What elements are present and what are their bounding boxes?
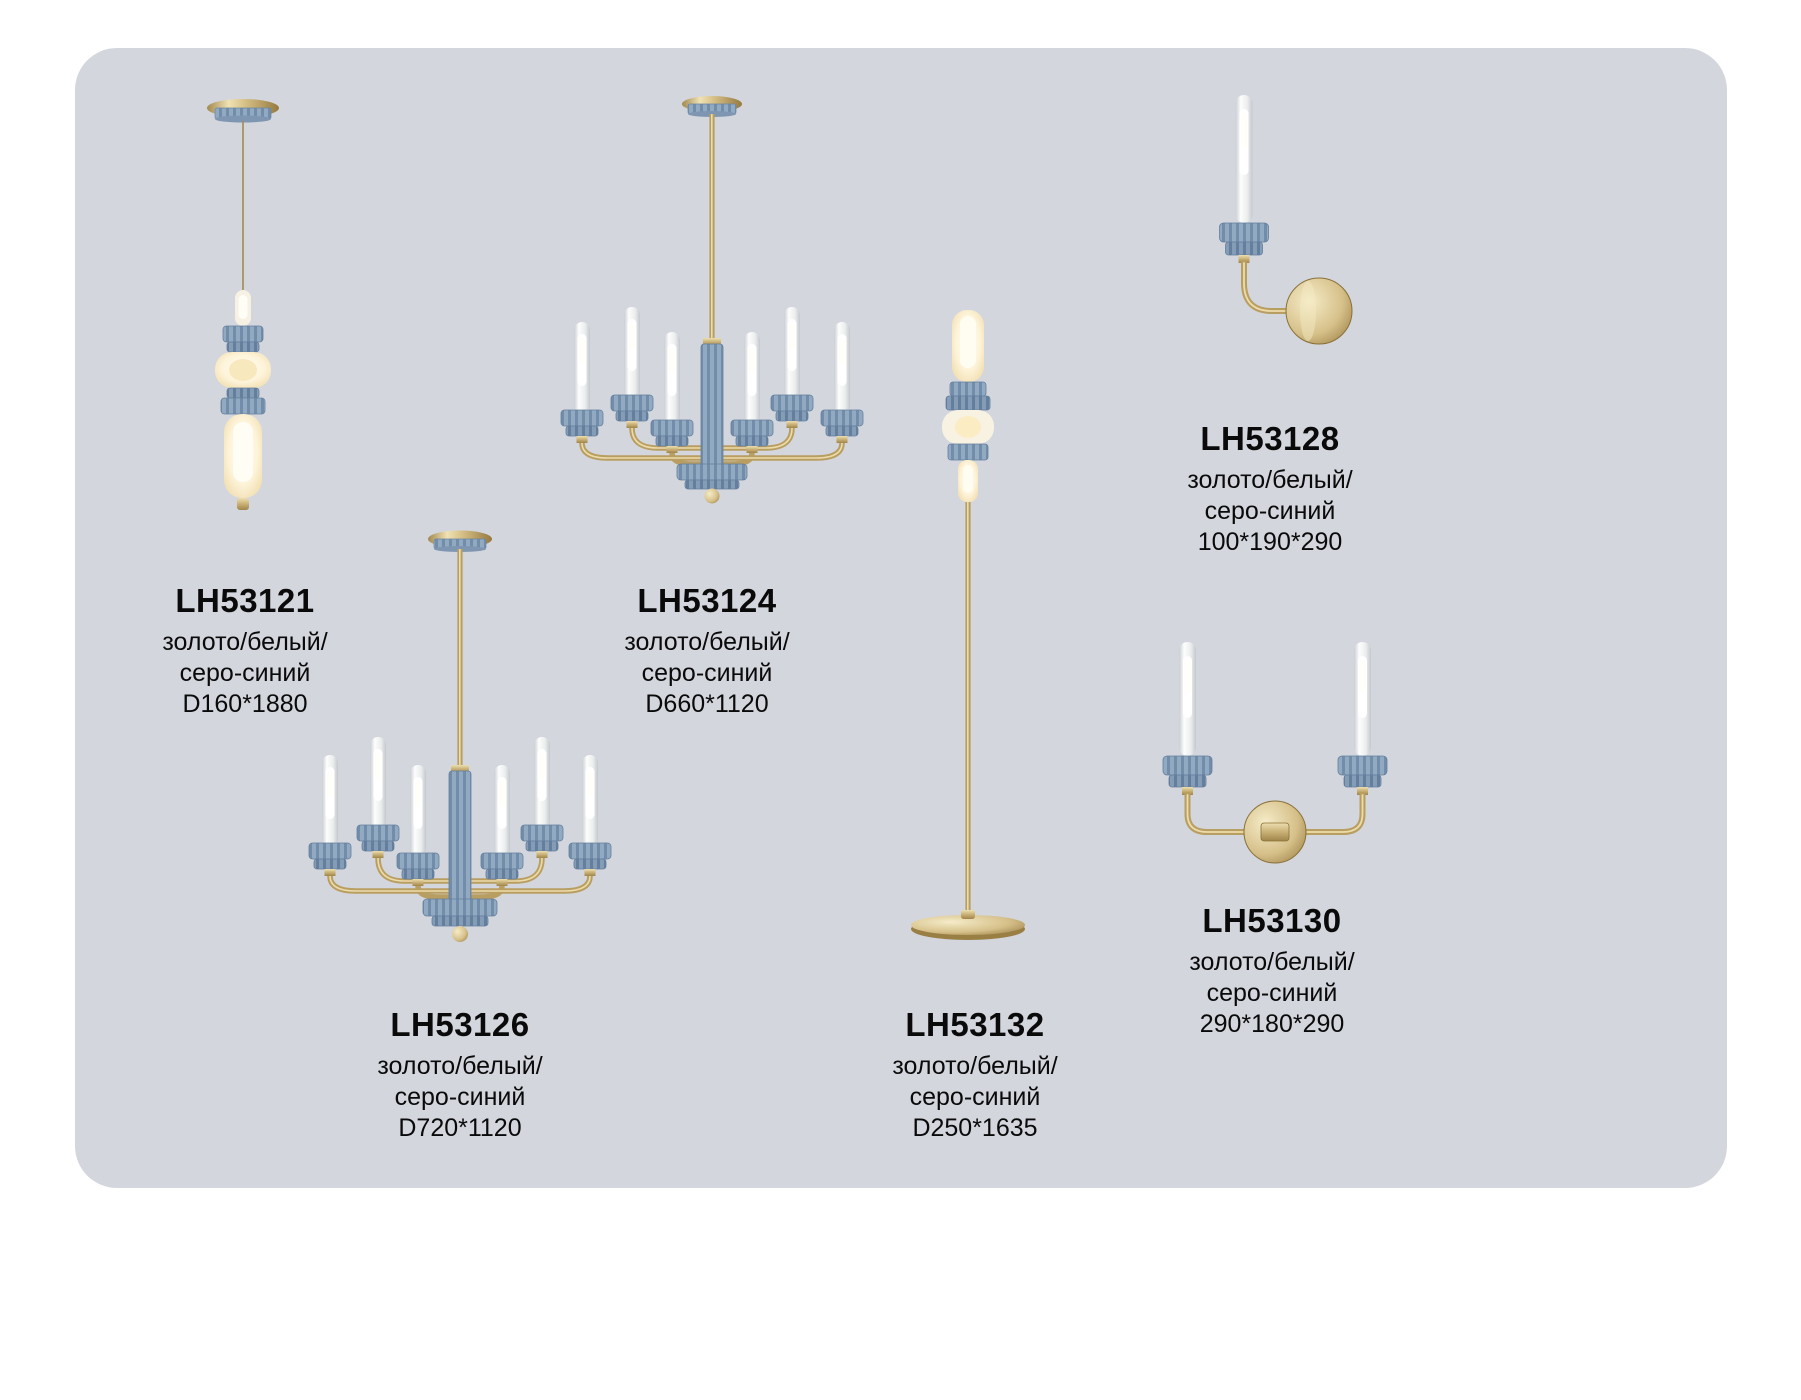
right-candle	[1337, 642, 1388, 795]
product-finish-line2: серо-синий	[394, 1083, 526, 1111]
ceiling-canopy	[207, 99, 279, 123]
product-code: LH53126	[390, 1006, 530, 1043]
product-finish-line1: золото/белый/	[377, 1052, 543, 1080]
floor-base	[911, 910, 1025, 940]
product-caption: LH53132 золото/белый/ серо-синий D250*16…	[815, 1006, 1135, 1144]
product-code: LH53130	[1202, 902, 1342, 939]
product-finish-line1: золото/белый/	[892, 1052, 1058, 1080]
left-candle	[1162, 642, 1213, 795]
wall-sconce-image	[1219, 95, 1353, 345]
product-code: LH53132	[905, 1006, 1045, 1043]
floor-lamp-image	[911, 310, 1025, 940]
ceiling-canopy	[682, 96, 742, 117]
catalog-card	[75, 48, 1727, 1188]
central-column	[676, 338, 748, 504]
wall-backplate	[1243, 800, 1307, 864]
product-caption: LH53126 золото/белый/ серо-синий D720*11…	[300, 1006, 620, 1144]
pendant-lamp-image	[207, 99, 279, 510]
product-size: 290*180*290	[1199, 1010, 1345, 1038]
wall-backplate	[1285, 277, 1353, 345]
product-caption: LH53128 золото/белый/ серо-синий 100*190…	[1110, 420, 1430, 558]
product-size: D660*1120	[645, 690, 769, 718]
product-caption: LH53130 золото/белый/ серо-синий 290*180…	[1112, 902, 1432, 1040]
product-size: D250*1635	[912, 1114, 1038, 1142]
product-code: LH53124	[637, 582, 777, 619]
product-caption: LH53124 золото/белый/ серо-синий D660*11…	[547, 582, 867, 720]
chandelier-6-light-image	[308, 530, 612, 942]
central-column	[422, 765, 498, 942]
product-code: LH53128	[1200, 420, 1340, 457]
pendant-body	[215, 290, 271, 510]
product-finish-line2: серо-синий	[1204, 497, 1336, 525]
chandelier-6-light-image	[560, 96, 864, 504]
product-finish-line1: золото/белый/	[162, 628, 328, 656]
product-finish-line1: золото/белый/	[1187, 466, 1353, 494]
product-code: LH53121	[175, 582, 315, 619]
product-finish-line2: серо-синий	[641, 659, 773, 687]
lamp-head	[942, 310, 994, 502]
product-finish-line1: золото/белый/	[1189, 948, 1355, 976]
product-finish-line1: золото/белый/	[624, 628, 790, 656]
double-wall-sconce-image	[1162, 642, 1388, 864]
product-size: D160*1880	[182, 690, 308, 718]
gear-holder	[1219, 222, 1269, 263]
arms	[1184, 792, 1366, 835]
product-size: 100*190*290	[1197, 528, 1343, 556]
product-size: D720*1120	[398, 1114, 522, 1142]
arms	[579, 425, 845, 467]
product-finish-line2: серо-синий	[1206, 979, 1338, 1007]
product-finish-line2: серо-синий	[909, 1083, 1041, 1111]
ceiling-canopy	[428, 530, 492, 552]
arms	[327, 855, 593, 900]
product-caption: LH53121 золото/белый/ серо-синий D160*18…	[85, 582, 405, 720]
product-finish-line2: серо-синий	[179, 659, 311, 687]
candle-tube	[1235, 95, 1253, 223]
